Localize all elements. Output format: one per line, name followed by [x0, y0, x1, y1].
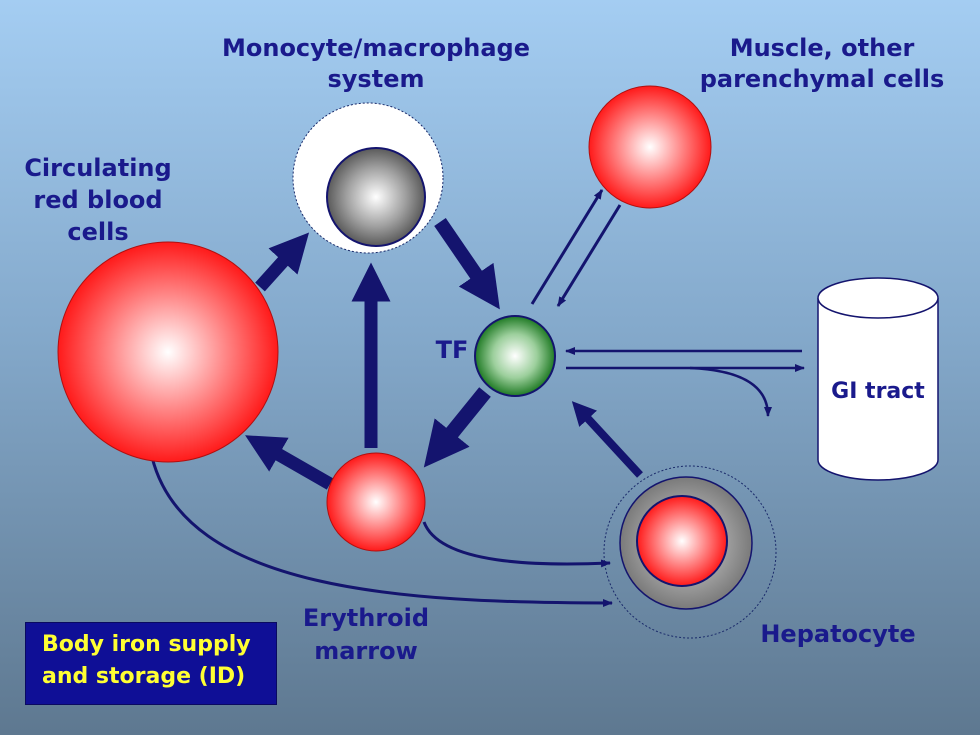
rbc-to-hepatocyte-arrow [150, 456, 613, 607]
muscle-to-tf-arrow [556, 204, 622, 307]
rbc-to-macrophage-arrow [255, 232, 310, 292]
tf-label: TF [436, 336, 469, 364]
muscle-label-line1: Muscle, other [730, 34, 915, 62]
rbc-label-line1: Circulating [24, 154, 171, 182]
rbc-label-line2: red blood [33, 186, 162, 214]
tf-to-marrow-arrow [423, 387, 491, 468]
tf-molecule [474, 315, 556, 397]
gi-tract-cylinder [817, 277, 939, 481]
tf-to-muscle-arrow [530, 189, 604, 305]
marrow-to-rbc-arrow [245, 435, 334, 490]
hepatocyte-label: Hepatocyte [760, 620, 915, 648]
erythroid-label-line1: Erythroid [303, 604, 429, 632]
rbc-cell [57, 241, 279, 463]
monocyte-label-line2: system [328, 65, 425, 93]
legend-line2: and storage (ID) [42, 664, 246, 689]
hepatocyte-to-tf-arrow [571, 401, 643, 478]
erythroid-label-line2: marrow [314, 637, 418, 665]
legend-line1: Body iron supply [42, 632, 251, 657]
rbc-label-line3: cells [67, 218, 128, 246]
monocyte-label-line1: Monocyte/macrophage [222, 34, 530, 62]
muscle-label-line2: parenchymal cells [700, 65, 945, 93]
macrophage-core [326, 147, 426, 247]
macrophage-to-tf-arrow [434, 218, 500, 310]
hepatocyte-boundary [603, 465, 777, 639]
legend-box: Body iron supply and storage (ID) [25, 622, 277, 705]
gi-tract-label: GI tract [831, 379, 925, 404]
hepatocyte-core [636, 495, 728, 587]
marrow-to-hepatocyte-arrow [422, 521, 611, 568]
muscle-cell [588, 85, 712, 209]
erythroid-marrow-cell [326, 452, 426, 552]
gi-loss-arrow [689, 366, 772, 417]
